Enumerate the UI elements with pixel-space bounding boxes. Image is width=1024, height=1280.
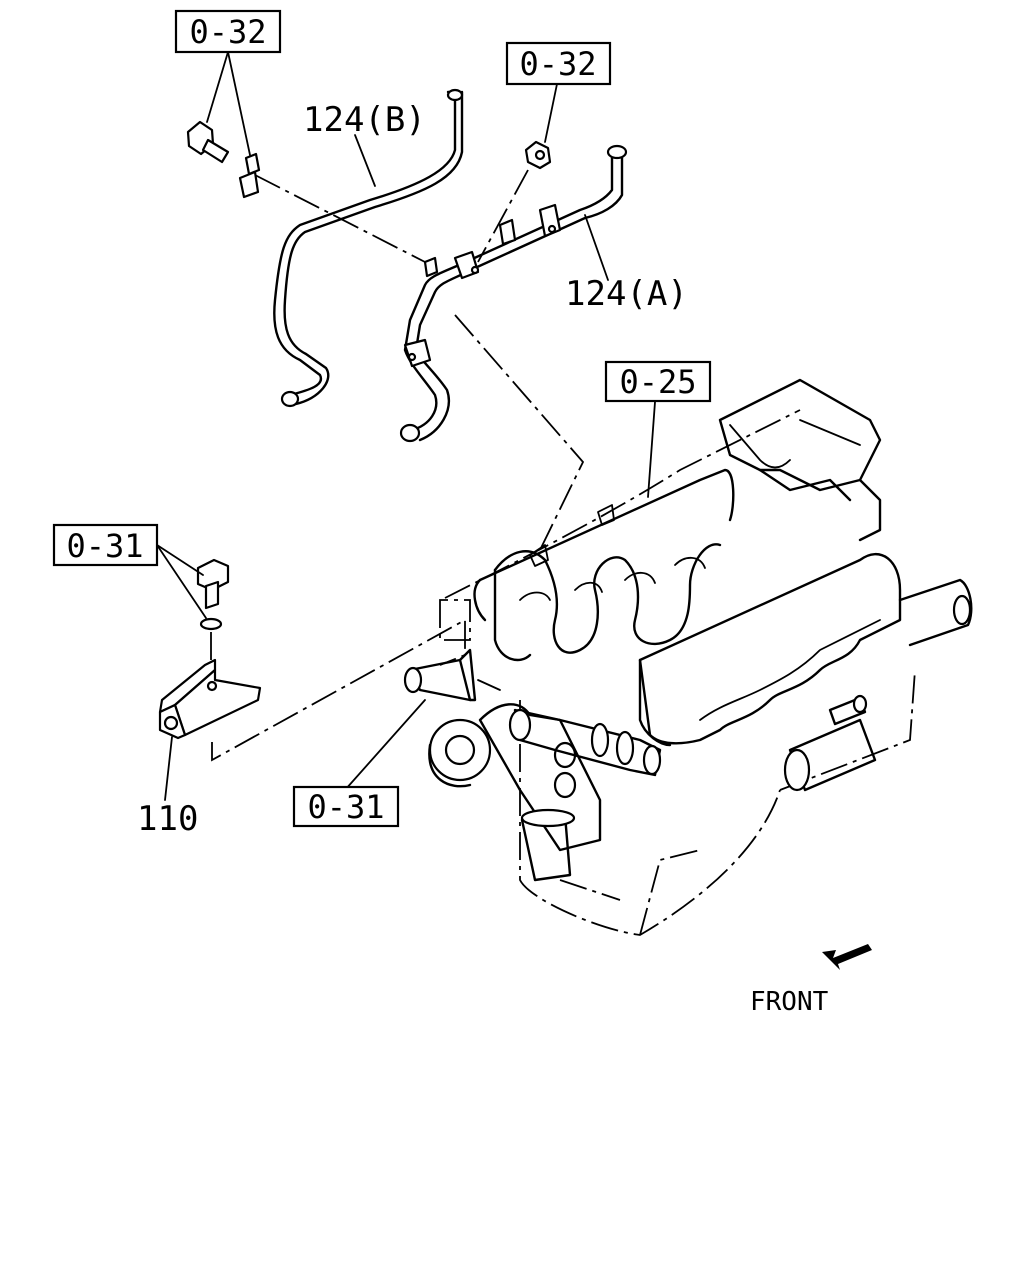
callout-text: 0-31	[307, 788, 384, 826]
callout-0-32-right: 0-32	[505, 41, 612, 86]
callout-0-31-bottom: 0-31	[292, 785, 400, 828]
bracket-110	[158, 658, 262, 740]
front-label: FRONT	[750, 987, 829, 1017]
callout-text: 0-31	[66, 527, 143, 565]
bolt-left	[196, 558, 230, 631]
leader-lines	[156, 51, 656, 801]
callout-0-25: 0-25	[604, 360, 712, 403]
pipe-124b	[273, 88, 464, 408]
label-110: 110	[137, 799, 198, 839]
callout-text: 0-32	[189, 13, 266, 51]
clip-top	[238, 152, 261, 199]
front-arrow-icon	[822, 944, 872, 970]
pipe-124a	[399, 144, 628, 443]
nut-right	[524, 140, 552, 170]
callout-text: 0-32	[519, 45, 596, 83]
phantom-lines	[210, 169, 585, 762]
label-124a: 124(A)	[565, 274, 688, 314]
bolt-top	[186, 120, 230, 164]
callout-0-31-left: 0-31	[52, 523, 159, 567]
label-124b: 124(B)	[303, 100, 426, 140]
callout-0-32-top: 0-32	[174, 9, 282, 54]
engine-assembly	[403, 378, 973, 936]
callout-text: 0-25	[619, 363, 696, 401]
